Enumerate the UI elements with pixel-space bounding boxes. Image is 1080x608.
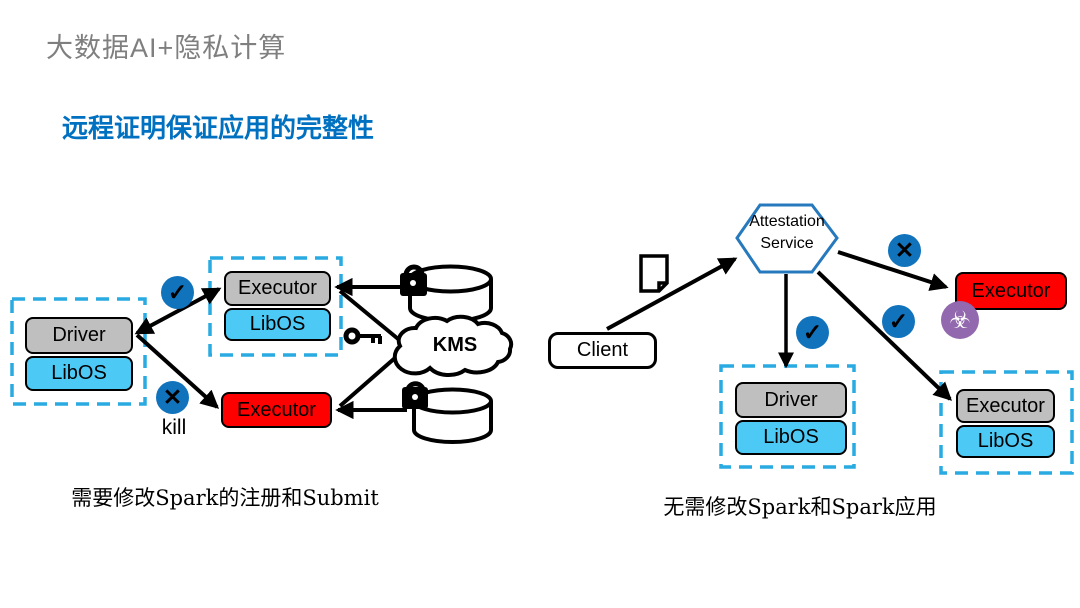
arrow-attestation-to-rejected-executor — [837, 250, 949, 291]
biohazard-icon: ☣ — [941, 301, 979, 339]
arrow-attestation-to-executor — [816, 270, 952, 401]
lock-icon — [402, 381, 428, 409]
executor-box: Executor — [956, 389, 1055, 423]
kms-cloud — [392, 314, 514, 377]
libos-label: LibOS — [249, 313, 306, 335]
executor-label: Executor — [971, 279, 1051, 302]
check-icon: ✓ — [167, 279, 188, 305]
lock-icon — [400, 264, 427, 296]
driver-box: Driver — [735, 382, 847, 418]
client-box: Client — [548, 332, 657, 369]
line-kms-to-executor — [338, 289, 405, 345]
cross-icon: ✕ — [162, 384, 183, 410]
cross-badge: ✕ — [888, 234, 921, 267]
executor-label: Executor — [237, 398, 316, 421]
killed-executor-box: Executor — [221, 392, 332, 428]
libos-label: LibOS — [977, 430, 1034, 452]
kms-label: KMS — [432, 334, 478, 356]
attestation-service-hexagon — [735, 203, 839, 274]
rejected-executor-box: Executor — [955, 272, 1067, 310]
executor-label: Executor — [966, 394, 1045, 417]
executor-box: Executor — [224, 271, 331, 306]
attestation-service-label: Attestation Service — [741, 211, 833, 254]
document-icon — [639, 254, 669, 293]
kill-label: kill — [161, 416, 187, 439]
check-badge: ✓ — [882, 305, 915, 338]
driver-label: Driver — [52, 324, 106, 346]
biohazard-glyph: ☣ — [949, 306, 971, 334]
driver-box: Driver — [25, 317, 133, 354]
right-caption: 无需修改Spark和Spark应用 — [663, 495, 937, 519]
libos-label: LibOS — [51, 362, 107, 384]
libos-box: LibOS — [735, 420, 847, 455]
enclave-border-executor-right — [939, 370, 1074, 475]
cross-badge: ✕ — [156, 381, 189, 414]
libos-label: LibOS — [763, 426, 819, 448]
check-badge: ✓ — [161, 276, 194, 309]
libos-box: LibOS — [25, 356, 133, 391]
libos-box: LibOS — [956, 425, 1055, 458]
page-title: 远程证明保证应用的完整性 — [62, 113, 375, 143]
cross-icon: ✕ — [894, 237, 915, 263]
left-caption: 需要修改Spark的注册和Submit — [71, 486, 379, 510]
line-kms-to-killed-executor — [338, 349, 405, 408]
libos-box: LibOS — [224, 308, 331, 341]
arrow-client-to-attestation — [606, 257, 738, 331]
attestation-label-line2: Service — [760, 234, 814, 252]
attestation-label-line1: Attestation — [749, 213, 825, 230]
slide-title: 大数据AI+隐私计算 — [46, 33, 287, 63]
enclave-border-driver-left — [10, 297, 147, 406]
arrow-driver-to-killed-executor — [135, 333, 220, 409]
database-icon — [412, 387, 493, 444]
check-badge: ✓ — [796, 316, 829, 349]
driver-label: Driver — [764, 388, 818, 411]
client-label: Client — [576, 339, 629, 361]
key-icon — [343, 327, 382, 345]
executor-label: Executor — [238, 277, 317, 299]
check-icon: ✓ — [888, 308, 909, 334]
check-icon: ✓ — [802, 319, 823, 345]
arrow-driver-to-executor — [134, 287, 222, 335]
